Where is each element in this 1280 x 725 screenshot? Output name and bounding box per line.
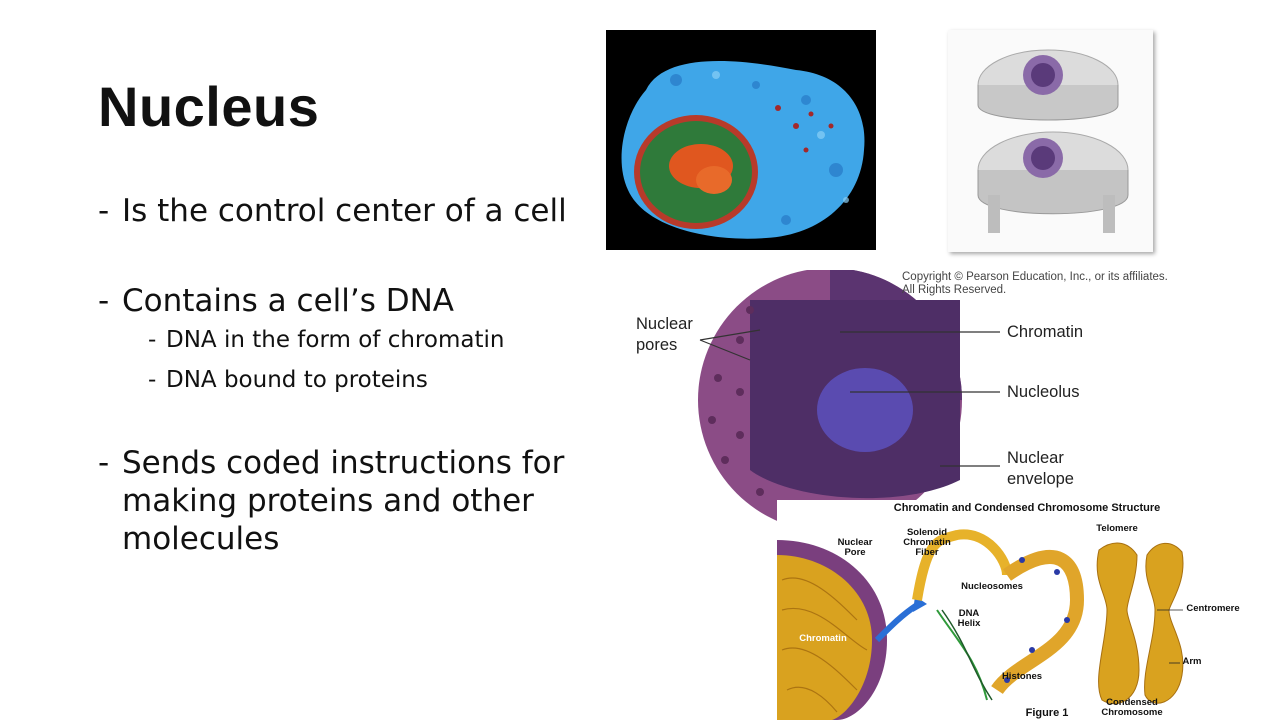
sub-bullet-chromatin: - DNA in the form of chromatin [148,320,568,360]
label-condensed-chromosome: Condensed Chromosome [1101,697,1163,718]
copyright-line: All Rights Reserved. [902,284,1007,296]
cell-3d-illustration [948,30,1153,252]
bullet-control-center: - Is the control center of a cell [98,192,568,230]
label-centromere: Centromere [1186,603,1240,614]
label-nucleolus: Nucleolus [1007,383,1080,401]
label-nucleosomes: Nucleosomes [961,581,1023,592]
bullet-text: Contains a cell’s DNA [122,283,454,319]
label-nuclear-pore: Nuclear Pore [837,537,873,558]
figure-title: Chromatin and Condensed Chromosome Struc… [893,502,1161,514]
bullet-contains-dna: - Contains a cell’s DNA [98,282,568,320]
bullet-dash: - [148,327,157,353]
bullet-text: Sends coded instructions for making prot… [122,445,565,557]
bullet-dash: - [148,367,157,393]
label-nuclear-pores: Nuclear pores [636,315,693,354]
sub-bullet-text: DNA bound to proteins [166,367,428,393]
nucleus-cross-section-diagram: Nuclear pores Chromatin Nucleolus Nuclea… [600,268,1280,532]
bullet-coded-instructions: - Sends coded instructions for making pr… [98,444,568,558]
label-nuclear-envelope: Nuclear envelope [1007,449,1074,488]
bullet-dash: - [98,193,110,229]
cell-micrograph-image [606,30,876,250]
sub-bullet-proteins: - DNA bound to proteins [148,360,568,400]
bullet-list: - Is the control center of a cell - Cont… [98,192,568,558]
label-figure-1: Figure 1 [1025,707,1069,719]
label-telomere: Telomere [1096,523,1138,534]
chromatin-chromosome-figure: Chromatin and Condensed Chromosome Struc… [777,500,1280,720]
label-chromatin: Chromatin [1007,323,1084,341]
bullet-text: Is the control center of a cell [122,193,567,229]
label-chromatin: Chromatin [799,633,847,644]
label-arm: Arm [1182,656,1202,667]
bullet-dash: - [98,283,110,319]
label-dna-helix: DNA Helix [957,608,981,629]
copyright-notice: Copyright © Pearson Education, Inc., or … [902,271,1168,297]
bullet-dash: - [98,445,110,481]
sub-bullet-text: DNA in the form of chromatin [166,327,505,353]
copyright-line: Copyright © Pearson Education, Inc., or … [902,271,1168,283]
label-histones: Histones [1001,671,1043,682]
label-solenoid-fiber: Solenoid Chromatin Fiber [903,527,951,558]
slide-title: Nucleus [98,75,320,138]
